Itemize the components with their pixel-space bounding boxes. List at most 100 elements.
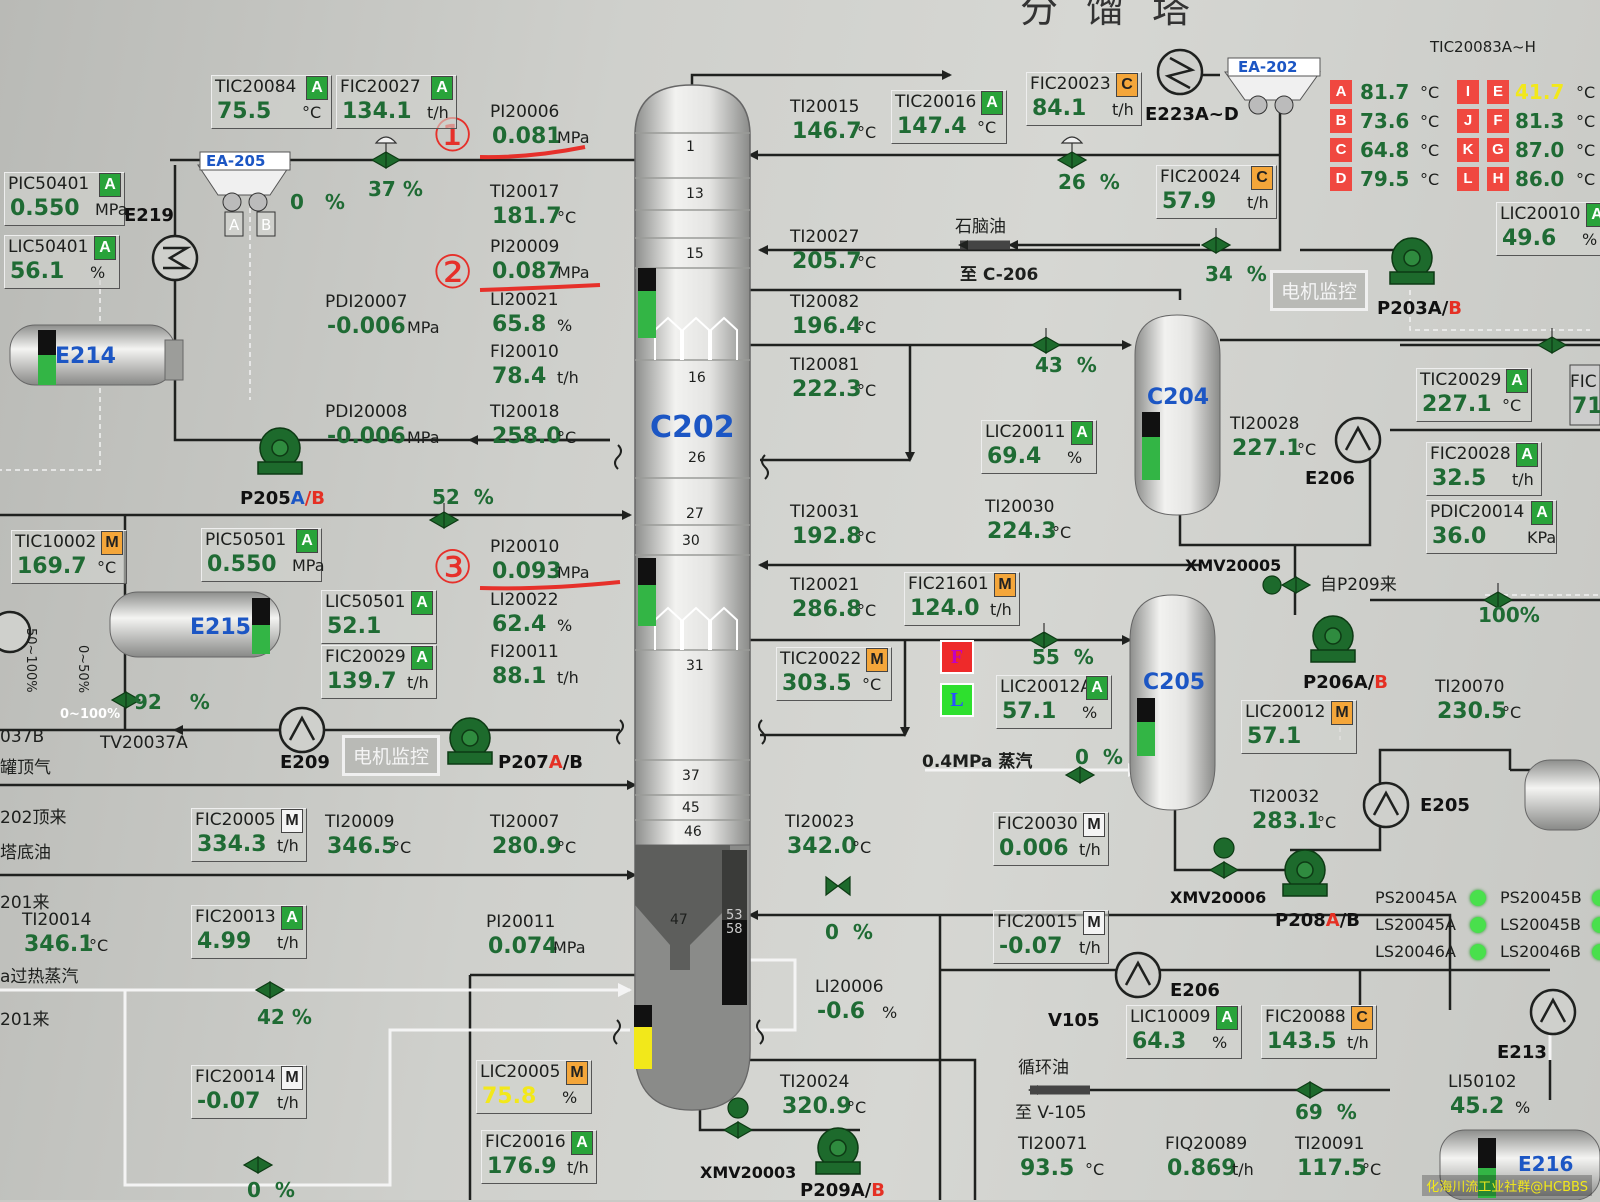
mode-badge[interactable]: M: [566, 1061, 588, 1085]
mode-badge[interactable]: A: [99, 173, 121, 197]
tic20083-letter[interactable]: K: [1457, 138, 1479, 162]
mode-badge[interactable]: M: [281, 809, 303, 833]
valve-0a-opening[interactable]: 0 %: [1075, 745, 1123, 769]
mode-badge[interactable]: A: [411, 646, 433, 670]
mode-badge[interactable]: C: [1351, 1006, 1373, 1030]
tic20083-letter[interactable]: L: [1457, 167, 1479, 191]
mode-badge[interactable]: C: [1116, 73, 1138, 97]
motor-monitor-button-left[interactable]: 电机监控: [342, 735, 441, 776]
mode-badge[interactable]: A: [1586, 203, 1600, 227]
mode-badge[interactable]: C: [1251, 166, 1273, 190]
tic20083-letter[interactable]: H: [1487, 167, 1509, 191]
mode-badge[interactable]: M: [994, 573, 1016, 597]
motor-monitor-button-right[interactable]: 电机监控: [1270, 270, 1369, 311]
valve-0b-opening[interactable]: 0 %: [825, 920, 873, 944]
l-button[interactable]: L: [940, 683, 974, 717]
valve-55-opening[interactable]: 55 %: [1032, 645, 1094, 669]
ea205-fan-b[interactable]: B: [261, 216, 272, 234]
mode-badge[interactable]: A: [306, 76, 328, 100]
tic20083-letter[interactable]: I: [1457, 80, 1479, 104]
valve-52-opening[interactable]: 52 %: [432, 485, 494, 509]
valve-26-opening[interactable]: 26 %: [1058, 170, 1120, 194]
mode-badge[interactable]: A: [1086, 676, 1108, 700]
ea205-fan-opening[interactable]: 0 %: [290, 190, 345, 214]
mode-badge[interactable]: A: [981, 91, 1003, 115]
mode-badge[interactable]: A: [94, 236, 116, 260]
mode-badge[interactable]: M: [1331, 701, 1353, 725]
mode-badge[interactable]: A: [1216, 1006, 1238, 1030]
valve-37-opening[interactable]: 37 %: [368, 177, 423, 201]
mode-badge[interactable]: M: [1083, 911, 1105, 935]
tic20083-letter[interactable]: E: [1487, 80, 1509, 104]
valve-42-opening[interactable]: 42 %: [257, 1005, 312, 1029]
tic20083-letter[interactable]: B: [1330, 109, 1352, 133]
mode-badge[interactable]: M: [1083, 813, 1105, 837]
tic20083-letter[interactable]: F: [1487, 109, 1509, 133]
valve-100-opening[interactable]: 100%: [1478, 603, 1540, 627]
valve-34-opening[interactable]: 34 %: [1205, 262, 1267, 286]
mode-badge[interactable]: A: [296, 529, 318, 553]
mode-badge[interactable]: A: [411, 591, 433, 615]
valve-43-opening[interactable]: 43 %: [1035, 353, 1097, 377]
tic20083-letter[interactable]: C: [1330, 138, 1352, 162]
tic20083-letter[interactable]: J: [1457, 109, 1479, 133]
mode-badge[interactable]: A: [1531, 501, 1553, 525]
tic20083-letter[interactable]: A: [1330, 80, 1352, 104]
f-button[interactable]: F: [940, 640, 974, 674]
mode-badge[interactable]: A: [281, 906, 303, 930]
mode-badge[interactable]: A: [1506, 369, 1528, 393]
mode-badge[interactable]: M: [101, 531, 123, 555]
mode-badge[interactable]: A: [1516, 443, 1538, 467]
